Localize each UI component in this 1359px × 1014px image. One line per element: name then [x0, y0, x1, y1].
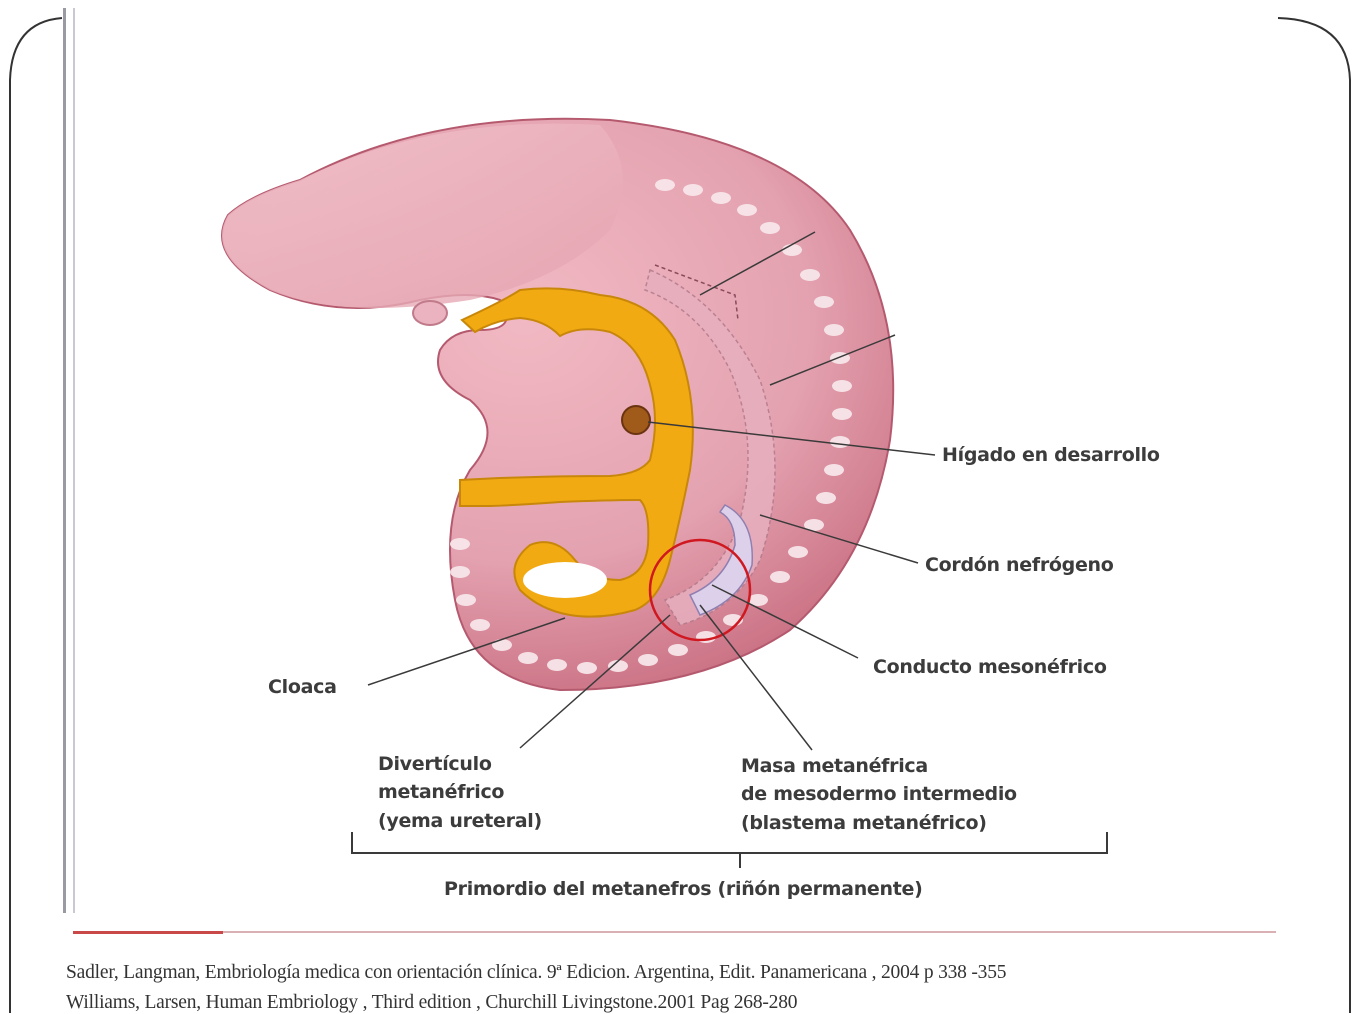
label-cordon: Cordón nefrógeno: [925, 554, 1114, 576]
label-diverticulo-1: Divertículo: [378, 753, 492, 775]
label-diverticulo-3: (yema ureteral): [378, 810, 542, 832]
reference-line-1: Sadler, Langman, Embriología medica con …: [66, 962, 1006, 984]
label-masa-3: (blastema metanéfrico): [741, 812, 987, 834]
liver-bud: [622, 406, 650, 434]
optic-vesicle: [413, 301, 447, 325]
label-higado: Hígado en desarrollo: [942, 444, 1160, 466]
reference-line-2: Williams, Larsen, Human Embriology , Thi…: [66, 992, 797, 1014]
label-cloaca: Cloaca: [268, 676, 337, 698]
cloaca-opening: [523, 562, 607, 598]
primordio-bracket: [352, 832, 1107, 868]
label-masa-2: de mesodermo intermedio: [741, 783, 1017, 805]
label-conducto: Conducto mesonéfrico: [873, 656, 1107, 678]
label-primordio: Primordio del metanefros (riñón permanen…: [444, 878, 923, 900]
label-diverticulo-2: metanéfrico: [378, 781, 504, 803]
label-masa-1: Masa metanéfrica: [741, 755, 928, 777]
